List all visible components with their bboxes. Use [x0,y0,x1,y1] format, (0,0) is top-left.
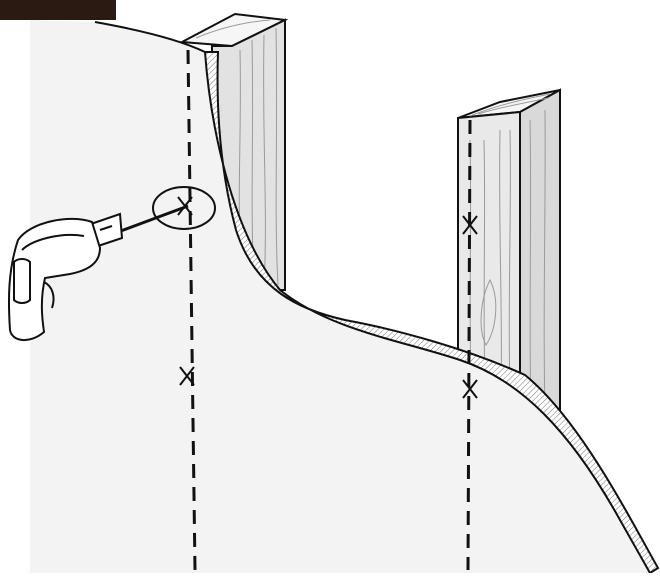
drywall-icon [30,20,658,573]
corner-tab [0,0,116,20]
